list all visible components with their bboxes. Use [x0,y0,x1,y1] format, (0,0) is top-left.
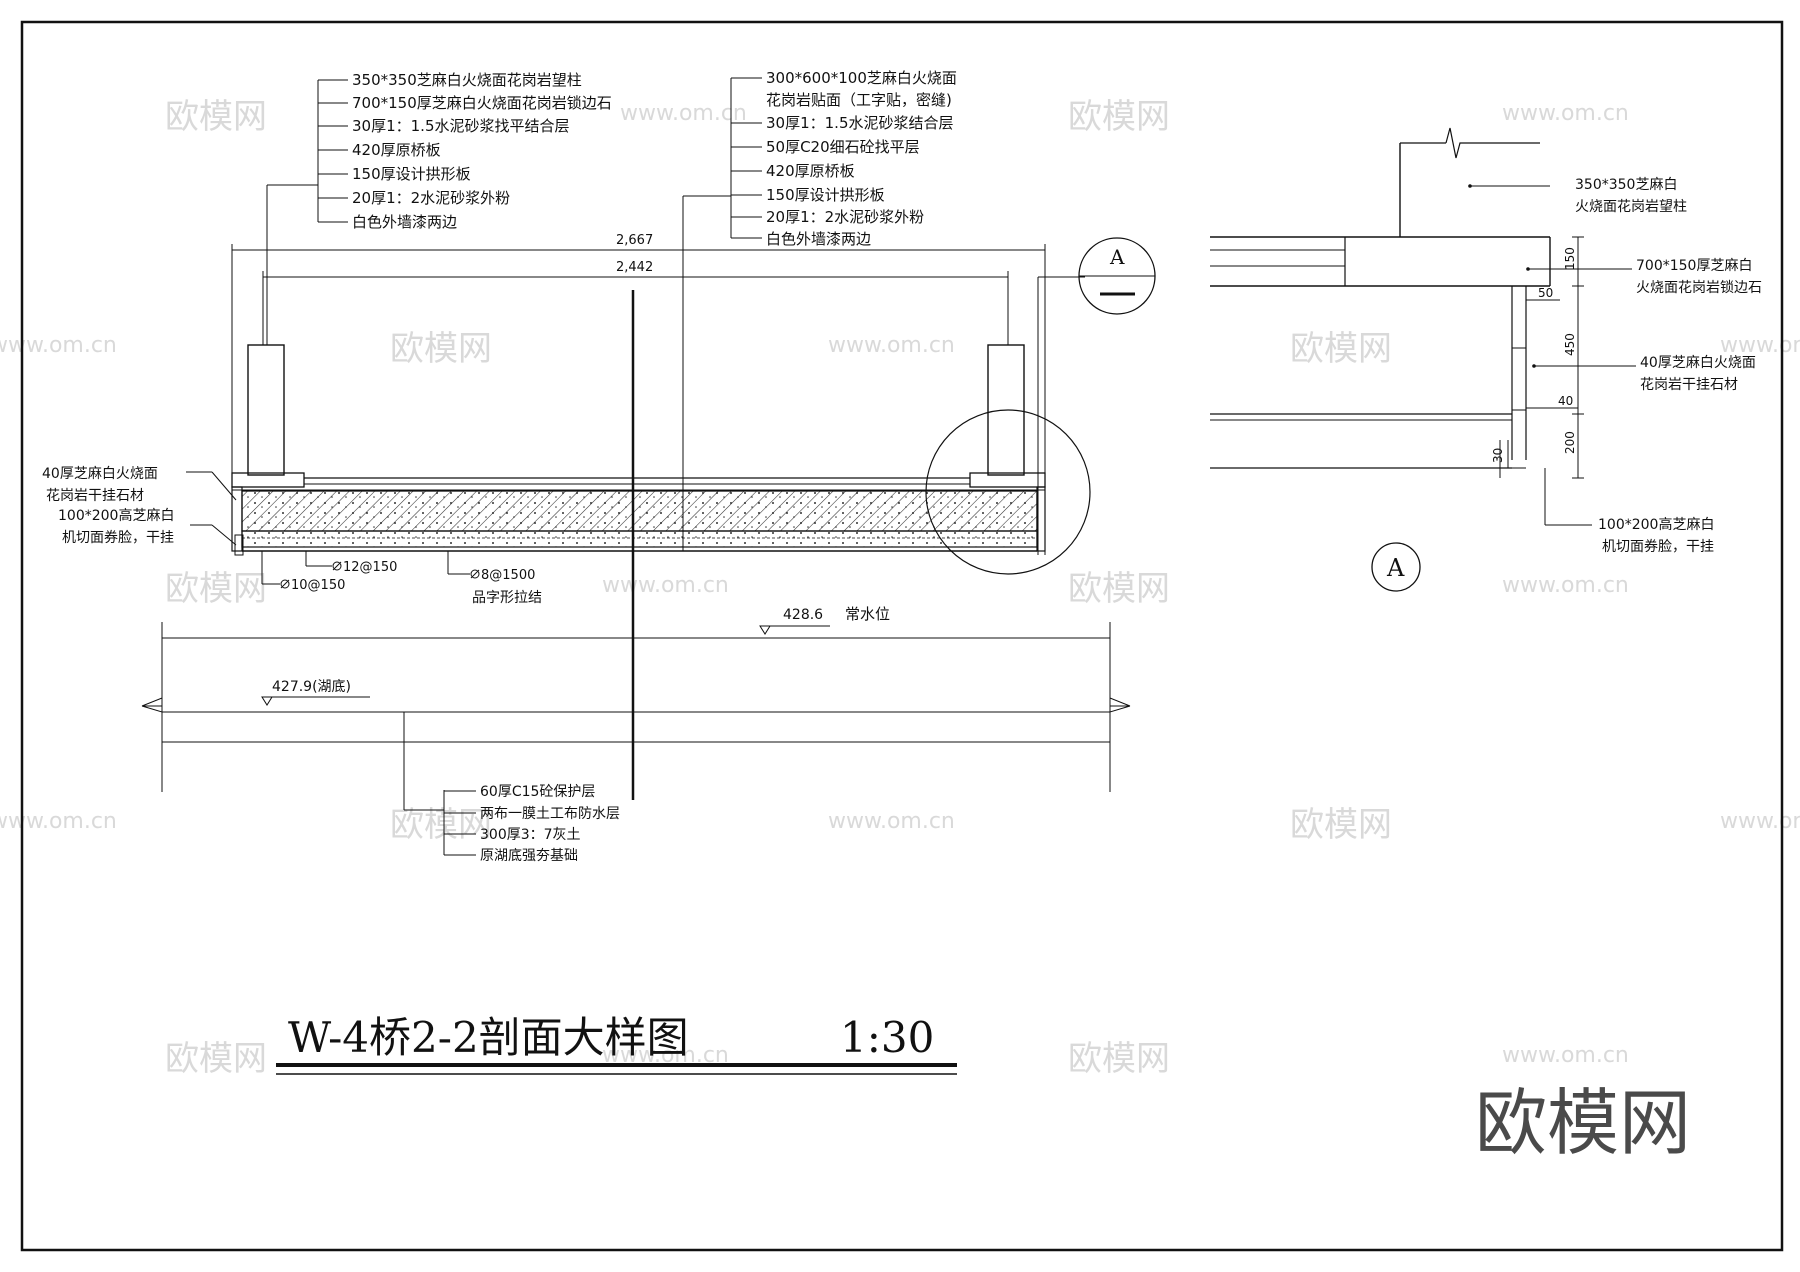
callout-left-line: 700*150厚芝麻白火烧面花岗岩锁边石 [352,94,612,112]
foundation-callout: 60厚C15砼保护层 两布一膜土工布防水层 300厚3：7灰土 原湖底强夯基础 [444,784,620,864]
callout-right-line: 花岗岩贴面（工字贴，密缝) [766,91,952,109]
drawing-title: W-4桥2-2剖面大样图 [288,1013,689,1062]
left-post [247,344,285,476]
lake-bottom-level: 427.9(湖底) [272,679,351,695]
callout-right-line: 300*600*100芝麻白火烧面 [766,69,957,87]
watermark-url: www.om.cn [828,809,955,834]
watermark-url: www.om.cn [620,101,747,126]
dim-label: 50 [1538,286,1553,300]
callout-left-line: 白色外墙漆两边 [352,213,457,231]
rebar-spec: 10@150 [291,578,345,593]
detail-mark-circle [1371,542,1421,592]
section-mark: A [1109,245,1125,269]
arch-slab [241,530,1038,548]
detail-note-curb: 火烧面花岗岩锁边石 [1636,280,1762,296]
callout-right-line: 30厚1：1.5水泥砂浆结合层 [766,114,954,132]
drawing-title-block: W-4桥2-2剖面大样图 1:30 [276,1013,957,1075]
side-note: 花岗岩干挂石材 [46,488,144,504]
watermark-url: www.om.cn [828,333,955,358]
detail-mark: A [1386,554,1405,582]
watermark-brand: 欧模网 [390,329,492,369]
callout-left-line: 20厚1：2水泥砂浆外粉 [352,189,510,207]
rebar-callouts: 12@150 10@150 8@1500 品字形拉结 [261,551,542,606]
callout-right-line: 150厚设计拱形板 [766,186,885,204]
side-note: 机切面券脸，干挂 [62,530,174,546]
watermark-url: www.om.cn [602,573,729,598]
right-post [987,344,1025,476]
dim-label: 200 [1563,431,1577,454]
foundation-line: 原湖底强夯基础 [480,847,578,864]
water-level-value: 428.6 [783,607,823,623]
watermark-layer: 欧模网 www.om.cn 欧模网 www.om.cn www.om.cn 欧模… [0,97,1800,1079]
watermark-brand: 欧模网 [165,569,267,609]
rebar-spec: 8@1500 [481,568,535,583]
detail-note-cladding: 花岗岩干挂石材 [1640,377,1738,393]
watermark-brand: 欧模网 [1290,329,1392,369]
detail-note-post: 350*350芝麻白 [1575,177,1677,193]
dim-label: 150 [1563,247,1577,270]
callout-right-line: 50厚C20细石砼找平层 [766,138,920,156]
callout-right-line: 20厚1：2水泥砂浆外粉 [766,208,924,226]
watermark-url: www.om.cn [1720,809,1800,834]
bridge-section: 2,667 2,442 [231,78,1156,800]
dim-label: 450 [1563,333,1577,356]
watermark-brand: 欧模网 [390,805,492,845]
dim-inner: 2,442 [616,260,653,275]
watermark-brand: 欧模网 [1068,97,1170,137]
dim-label: 30 [1491,448,1505,463]
detail-note-arch-face: 机切面券脸，干挂 [1602,539,1714,555]
rebar-tie-note: 品字形拉结 [472,590,542,606]
side-notes-left: 40厚芝麻白火烧面 花岗岩干挂石材 100*200高芝麻白 机切面券脸，干挂 [42,466,237,546]
watermark-url: www.om.cn [1502,1043,1629,1068]
water-level-label: 常水位 [845,605,890,623]
callout-right-line: 白色外墙漆两边 [766,230,871,248]
callout-left-line: 150厚设计拱形板 [352,165,471,183]
water-section: 428.6 常水位 427.9(湖底) [141,605,1131,855]
dim-label: 40 [1558,394,1573,408]
callout-left-line: 350*350芝麻白火烧面花岗岩望柱 [352,71,582,89]
callout-left-line: 30厚1：1.5水泥砂浆找平结合层 [352,117,570,135]
watermark-url: www.om.cn [1502,573,1629,598]
dim-outer: 2,667 [616,233,653,248]
callout-left: 350*350芝麻白火烧面花岗岩望柱 700*150厚芝麻白火烧面花岗岩锁边石 … [318,71,612,231]
side-note: 40厚芝麻白火烧面 [42,466,158,482]
callout-right: 300*600*100芝麻白火烧面 花岗岩贴面（工字贴，密缝) 30厚1：1.5… [731,69,957,248]
detail-note-post: 火烧面花岗岩望柱 [1575,199,1687,215]
detail-callout-circle [925,409,1091,575]
foundation-line: 两布一膜土工布防水层 [480,806,620,822]
foundation-line: 300厚3：7灰土 [480,827,581,843]
detail-note-arch-face: 100*200高芝麻白 [1598,516,1714,533]
watermark-brand: 欧模网 [1068,1039,1170,1079]
watermark-url: www.om.cn [0,809,117,834]
drawing-scale: 1:30 [840,1013,934,1062]
watermark-url: www.om.cn [0,333,117,358]
watermark-url: www.om.cn [1502,101,1629,126]
watermark-brand: 欧模网 [165,1039,267,1079]
drawing-border [20,20,1784,1252]
detail-a: 150 450 200 50 40 30 350*350芝麻白 火烧面花岗岩望柱… [1210,127,1762,592]
callout-left-line: 420厚原桥板 [352,141,441,159]
watermark-url: www.om.cn [1720,333,1800,358]
detail-note-curb: 700*150厚芝麻白 [1636,258,1752,274]
watermark-logo: 欧模网 [1475,1081,1691,1165]
rebar-spec: 12@150 [343,560,397,575]
watermark-brand: 欧模网 [1290,805,1392,845]
foundation-line: 60厚C15砼保护层 [480,784,595,800]
watermark-brand: 欧模网 [165,97,267,137]
watermark-brand: 欧模网 [1068,569,1170,609]
side-note: 100*200高芝麻白 [58,507,174,524]
callout-right-line: 420厚原桥板 [766,162,855,180]
detail-note-cladding: 40厚芝麻白火烧面 [1640,355,1756,371]
